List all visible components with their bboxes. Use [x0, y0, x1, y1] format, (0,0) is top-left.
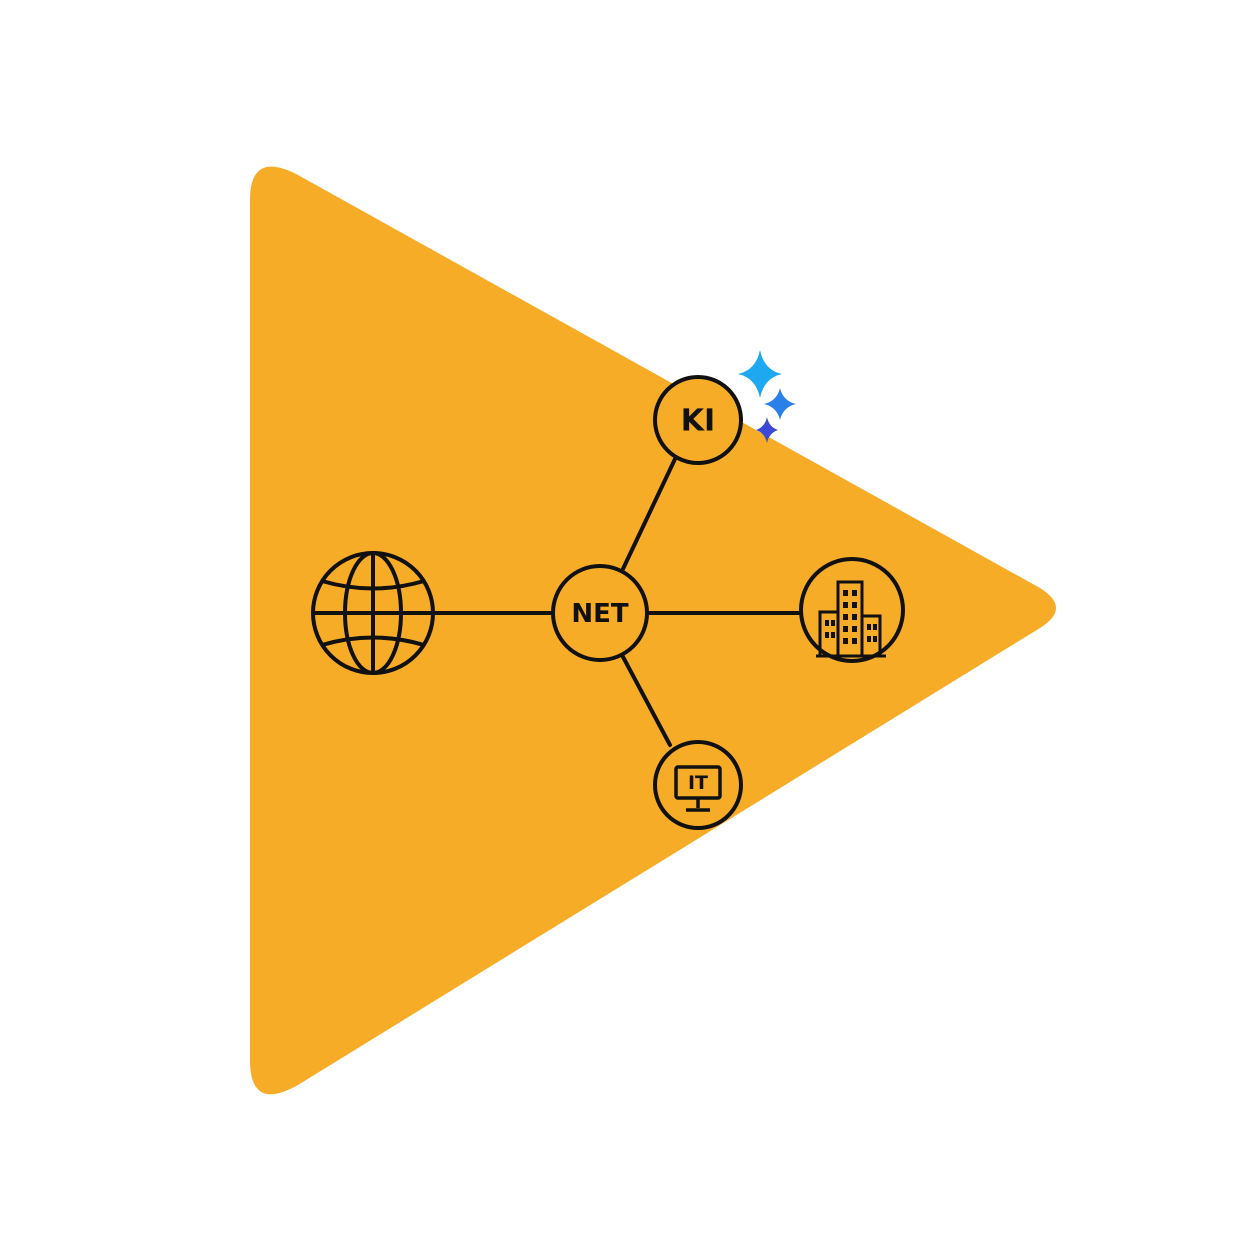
play-triangle-shape — [250, 166, 1056, 1095]
node-ki: KI — [653, 375, 743, 465]
building-icon — [799, 557, 905, 663]
monitor-icon — [674, 765, 722, 812]
sparkle-small — [756, 417, 778, 443]
connector-net-it — [620, 653, 672, 747]
sparkle-icon — [738, 350, 796, 443]
globe-icon — [311, 551, 435, 675]
sparkle-medium — [764, 388, 796, 420]
sparkle-large — [738, 350, 782, 398]
node-it: IT — [653, 740, 743, 830]
node-net: NET — [551, 564, 649, 662]
node-ki-label: KI — [681, 404, 715, 439]
connector-net-ki — [620, 457, 677, 573]
node-it-label: IT — [688, 772, 708, 794]
node-net-label: NET — [571, 599, 629, 629]
